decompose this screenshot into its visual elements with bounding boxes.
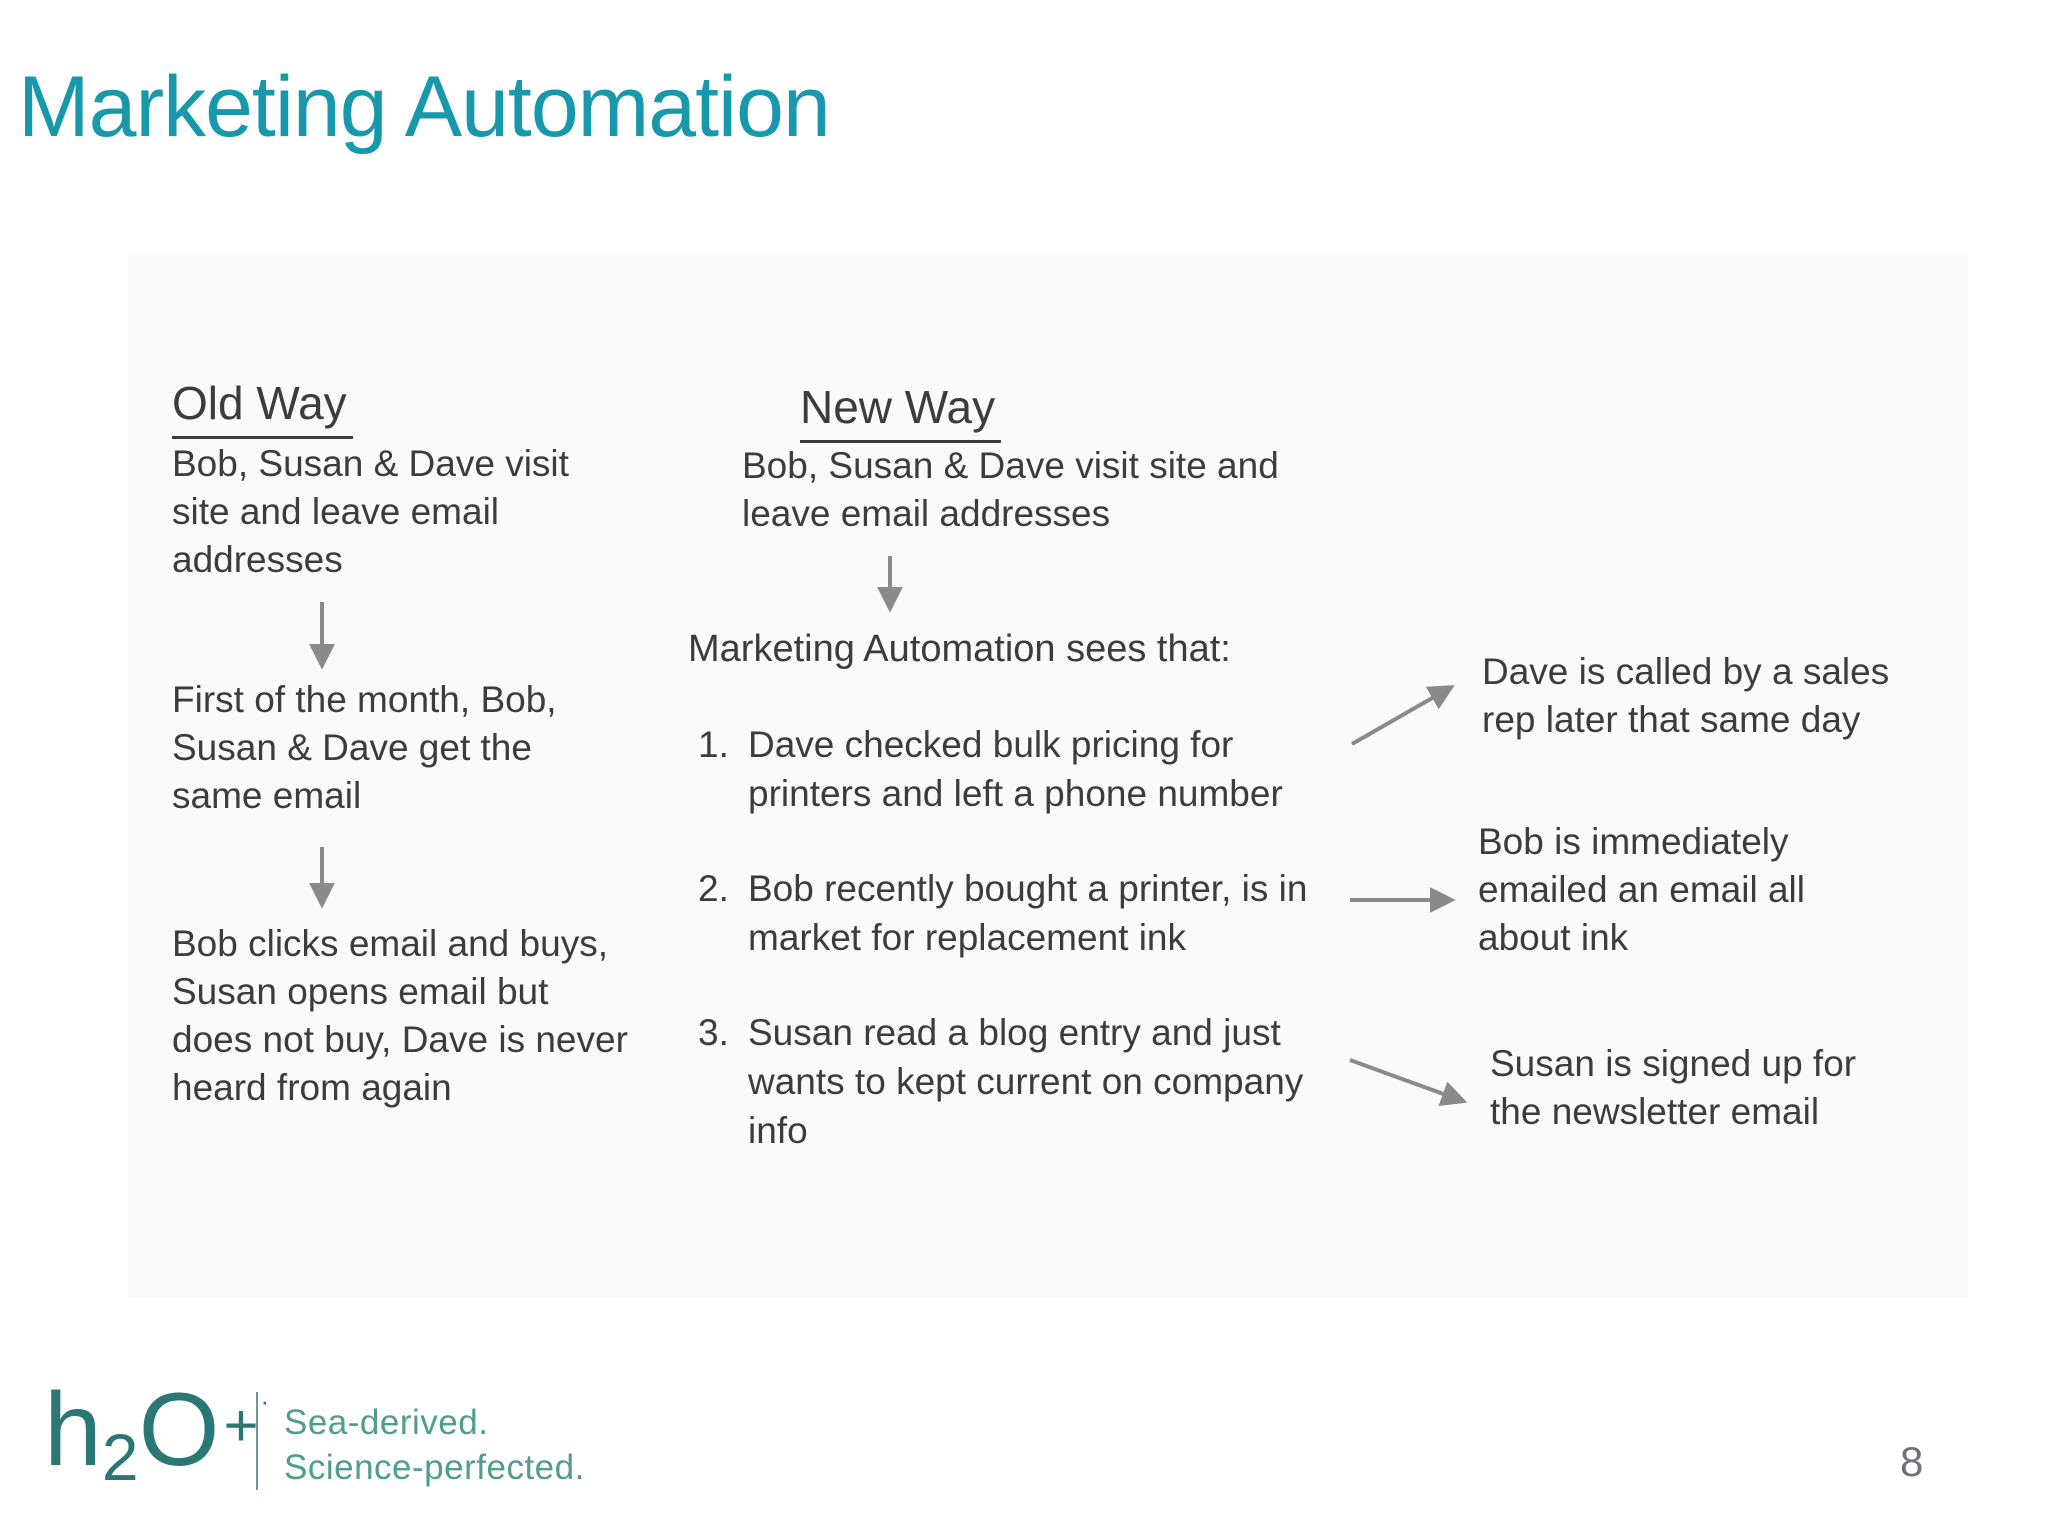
logo-trademark-dot: · (260, 1386, 270, 1416)
list-item: 2. Bob recently bought a printer, is in … (698, 864, 1398, 962)
new-way-heading: New Way (800, 380, 1002, 443)
old-way-heading: Old Way (172, 376, 353, 439)
outcome-bob: Bob is immediately emailed an email all … (1478, 821, 1806, 958)
new-way-subtitle: Marketing Automation sees that: (688, 628, 1231, 670)
new-way-intro: Bob, Susan & Dave visit site and leave e… (742, 445, 1279, 534)
list-item: 3. Susan read a blog entry and just want… (698, 1008, 1338, 1155)
logo-plus-sign: + (223, 1392, 259, 1459)
page-number: 8 (1900, 1438, 1924, 1485)
list-text: Susan read a blog entry and just wants t… (748, 1012, 1304, 1151)
outcome-dave: Dave is called by a sales rep later that… (1482, 651, 1890, 740)
list-number: 1. (698, 724, 729, 765)
slide-image-background (128, 252, 1968, 1298)
down-arrow-icon (309, 602, 335, 670)
tagline-line-2: Science-perfected. (284, 1448, 585, 1487)
outcome-susan: Susan is signed up for the newsletter em… (1490, 1043, 1857, 1132)
logo-letter-o: O (138, 1372, 220, 1488)
down-arrow-icon (309, 847, 335, 909)
list-text: Dave checked bulk pricing for printers a… (748, 724, 1283, 814)
down-arrow-icon (877, 556, 903, 613)
list-number: 2. (698, 868, 729, 909)
list-item: 1. Dave checked bulk pricing for printer… (698, 720, 1338, 818)
h2o-plus-logo: h 2 O + · (44, 1372, 270, 1490)
diagonal-up-arrow-icon (1351, 685, 1455, 746)
page-title: Marketing Automation (18, 59, 831, 155)
logo-letter-2: 2 (101, 1420, 139, 1494)
old-way-step-2: First of the month, Bob, Susan & Dave ge… (172, 679, 557, 816)
old-way-step-1: Bob, Susan & Dave visit site and leave e… (172, 443, 569, 580)
list-text: Bob recently bought a printer, is in mar… (748, 868, 1308, 958)
old-way-step-3: Bob clicks email and buys, Susan opens e… (172, 923, 628, 1108)
list-number: 3. (698, 1012, 729, 1053)
tagline-line-1: Sea-derived. (284, 1403, 489, 1442)
logo-tagline: Sea-derived. Science-perfected. (284, 1400, 585, 1490)
logo-divider (256, 1392, 258, 1490)
diagonal-down-arrow-icon (1349, 1058, 1468, 1106)
right-arrow-icon (1350, 887, 1456, 913)
logo-letter-h: h (44, 1372, 102, 1488)
